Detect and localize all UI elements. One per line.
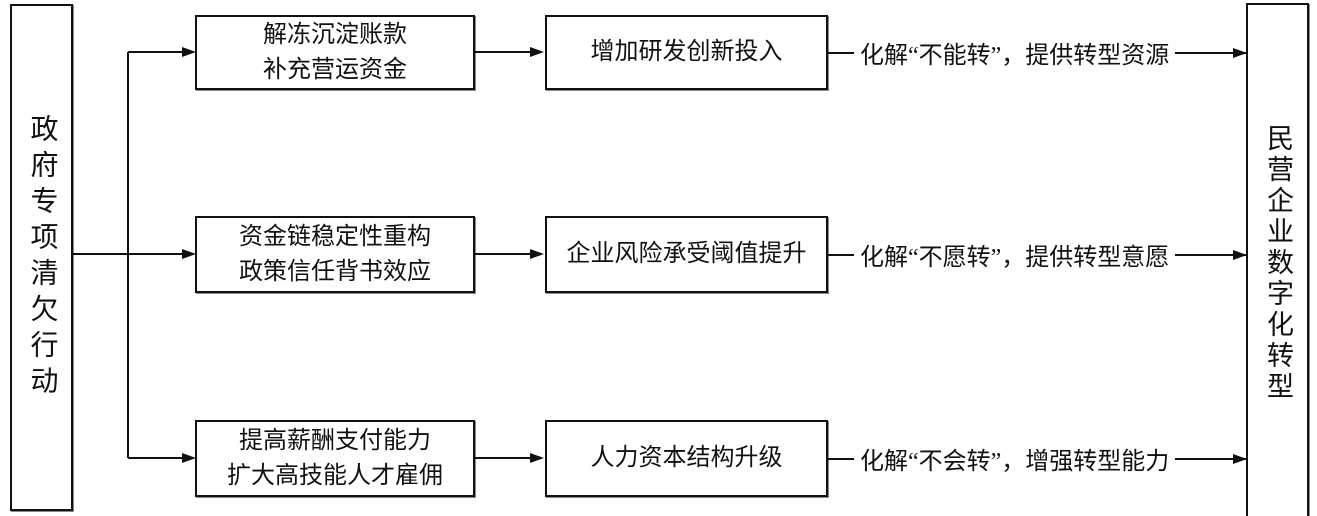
box-row2-outcome-label: 企业风险承受阈值提升 <box>566 241 807 268</box>
node-government-action: 政府专项清欠行动 <box>10 4 73 511</box>
effect-row2: 化解“不愿转”，提供转型意愿 <box>828 216 1247 293</box>
effect-row3: 化解“不会转”，增强转型能力 <box>828 420 1247 497</box>
box-row2-mechanism: 资金链稳定性重构 政策信任背书效应 <box>195 216 475 293</box>
box-row3-mechanism-label: 提高薪酬支付能力 扩大高技能人才雇佣 <box>227 428 443 489</box>
line-segment <box>828 457 854 460</box>
node-digital-transformation-label: 民营企业数字化转型 <box>1263 123 1293 403</box>
line-segment <box>828 253 854 256</box>
arrow-to-right-node <box>1175 47 1247 58</box>
box-row1-mechanism-label: 解冻沉淀账款 补充营运资金 <box>263 22 407 83</box>
box-row3-outcome-label: 人力资本结构升级 <box>590 445 783 472</box>
node-digital-transformation: 民营企业数字化转型 <box>1246 3 1309 516</box>
effect-row3-label: 化解“不会转”，增强转型能力 <box>860 449 1170 475</box>
effect-row1-label: 化解“不能转”，提供转型资源 <box>860 43 1170 69</box>
box-row1-mechanism: 解冻沉淀账款 补充营运资金 <box>195 15 475 90</box>
box-row1-outcome-label: 增加研发创新投入 <box>590 39 783 66</box>
arrow-to-right-node <box>1175 249 1247 260</box>
node-government-action-label: 政府专项清欠行动 <box>26 113 58 402</box>
box-row3-outcome: 人力资本结构升级 <box>545 420 828 497</box>
effect-row2-label: 化解“不愿转”，提供转型意愿 <box>860 245 1170 271</box>
box-row2-mechanism-label: 资金链稳定性重构 政策信任背书效应 <box>239 224 431 285</box>
line-segment <box>828 51 854 54</box>
box-row1-outcome: 增加研发创新投入 <box>545 15 828 90</box>
box-row2-outcome: 企业风险承受阈值提升 <box>545 216 828 293</box>
box-row3-mechanism: 提高薪酬支付能力 扩大高技能人才雇佣 <box>195 420 475 497</box>
effect-row1: 化解“不能转”，提供转型资源 <box>828 15 1247 90</box>
arrow-to-right-node <box>1175 453 1247 464</box>
